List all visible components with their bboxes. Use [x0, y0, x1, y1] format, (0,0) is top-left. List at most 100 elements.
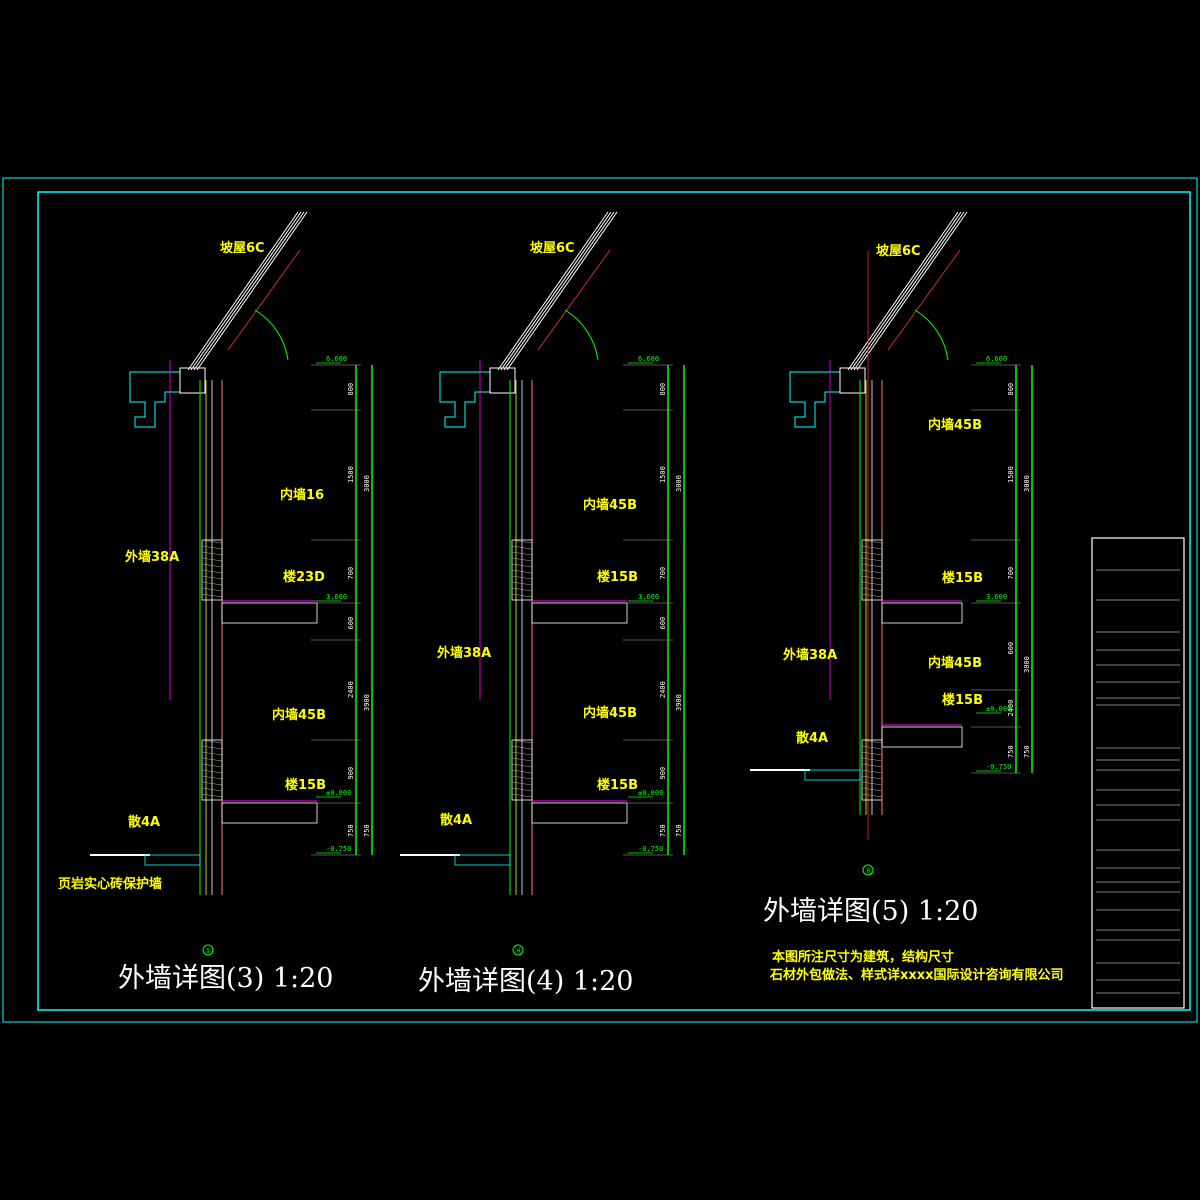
- gutter: [489, 367, 516, 394]
- inner-frame: [37, 191, 1191, 1011]
- dimension-total: 3900: [675, 694, 683, 711]
- floor-slab: [881, 602, 963, 624]
- hatch: [511, 581, 533, 586]
- hatch: [511, 539, 533, 544]
- hatch: [201, 569, 223, 574]
- hatch: [511, 545, 533, 550]
- cornice: [439, 371, 491, 428]
- dimension-text: 2400: [1007, 700, 1015, 717]
- roof-layer: [497, 211, 609, 371]
- label-inner-wall-lower: 内墙45B: [272, 707, 326, 723]
- hatch: [201, 539, 223, 544]
- detail-3-labels: 坡屋6C 内墙16 外墙38A 楼23D 内墙45B 楼15B 散4A 页岩实心…: [58, 240, 333, 994]
- apron: [804, 769, 861, 781]
- hatch: [861, 563, 883, 568]
- roof-layer: [190, 211, 302, 371]
- hatch: [201, 763, 223, 768]
- elevation-mark: 3.600: [638, 593, 659, 601]
- gutter: [179, 367, 206, 394]
- roof-layer: [853, 211, 965, 371]
- label-floor-low: 楼15B: [942, 692, 983, 708]
- hatch: [201, 581, 223, 586]
- dimension-text: 800: [1007, 383, 1015, 396]
- elevation-mark: ±0.000: [986, 705, 1011, 713]
- detail-title: 外墙详图(4) 1:20: [418, 966, 633, 997]
- label-protect-wall: 页岩实心砖保护墙: [58, 876, 162, 892]
- hatch: [201, 593, 223, 598]
- slope-angle-arc: [564, 309, 599, 361]
- elevation-mark: ±0.000: [326, 789, 351, 797]
- dimension-text: 600: [347, 617, 355, 630]
- dimension-total: 750: [1023, 745, 1031, 758]
- hatch: [511, 775, 533, 780]
- elevation-mark: 6.600: [986, 355, 1007, 363]
- hatch: [861, 739, 883, 744]
- roof-line: [887, 249, 961, 351]
- hatch: [201, 769, 223, 774]
- dimension-total: 750: [675, 824, 683, 837]
- elevation-mark: 3.600: [326, 593, 347, 601]
- dimension-text: 800: [659, 383, 667, 396]
- floor-slab: [881, 726, 963, 748]
- hatch: [511, 769, 533, 774]
- dimension-text: 900: [347, 767, 355, 780]
- elevation-mark: 6.600: [638, 355, 659, 363]
- hatch: [511, 587, 533, 592]
- axis-bubble: [512, 944, 524, 956]
- label-apron: 散4A: [796, 730, 828, 746]
- roof-layer: [506, 211, 618, 371]
- axis-label: Ⓑ: [865, 867, 872, 875]
- hatch: [511, 575, 533, 580]
- hatch: [201, 587, 223, 592]
- label-inner-wall-lower: 内墙45B: [583, 705, 637, 721]
- hatch: [861, 545, 883, 550]
- dimension-total: 750: [363, 824, 371, 837]
- dimension-text: 900: [659, 767, 667, 780]
- dimension-text: 600: [659, 617, 667, 630]
- gutter: [839, 367, 866, 394]
- brick-wall: [511, 539, 533, 601]
- dimension-text: 2400: [659, 681, 667, 698]
- axis-bubble: [202, 944, 214, 956]
- hatch: [861, 793, 883, 798]
- hatch: [511, 787, 533, 792]
- label-floor-mid: 楼15B: [942, 570, 983, 586]
- label-inner-wall-upper: 内墙45B: [583, 497, 637, 513]
- detail-title: 外墙详图(3) 1:20: [118, 963, 333, 994]
- label-roof: 坡屋6C: [530, 240, 575, 256]
- elevation-mark: 3.600: [986, 593, 1007, 601]
- hatch: [511, 569, 533, 574]
- dimension-total: 3000: [1023, 656, 1031, 673]
- detail-title: 外墙详图(5) 1:20: [763, 896, 978, 927]
- dimension-total: 3000: [1023, 475, 1031, 492]
- elevation-mark: ±0.000: [638, 789, 663, 797]
- hatch: [201, 545, 223, 550]
- dimension-total: 3000: [363, 475, 371, 492]
- hatch: [861, 763, 883, 768]
- hatch: [511, 563, 533, 568]
- hatch: [201, 575, 223, 580]
- dimension-text: 750: [347, 824, 355, 837]
- label-floor-mid: 楼23D: [283, 569, 325, 585]
- hatch: [861, 775, 883, 780]
- hatch: [861, 751, 883, 756]
- hatch: [511, 593, 533, 598]
- outer-frame: [2, 177, 1198, 1023]
- label-outer-wall: 外墙38A: [782, 647, 837, 663]
- label-floor-low: 楼15B: [597, 777, 638, 793]
- axis-bubble: [862, 864, 874, 876]
- dimension-text: 2400: [347, 681, 355, 698]
- detail-5-labels: 坡屋6C 内墙45B 外墙38A 楼15B 内墙45B 楼15B 散4A 外墙详…: [763, 243, 983, 927]
- hatch: [861, 557, 883, 562]
- hatch: [861, 757, 883, 762]
- hatch: [861, 769, 883, 774]
- elevation-mark: -0.750: [638, 845, 663, 853]
- label-outer-wall: 外墙38A: [124, 549, 179, 565]
- note-line-2: 石材外包做法、样式详xxxx国际设计咨询有限公司: [769, 967, 1064, 983]
- label-floor-mid: 楼15B: [597, 569, 638, 585]
- roof-layer: [193, 211, 305, 371]
- hatch: [201, 793, 223, 798]
- roof-line: [537, 249, 611, 351]
- label-apron: 散4A: [128, 814, 160, 830]
- elevation-mark: 6.600: [326, 355, 347, 363]
